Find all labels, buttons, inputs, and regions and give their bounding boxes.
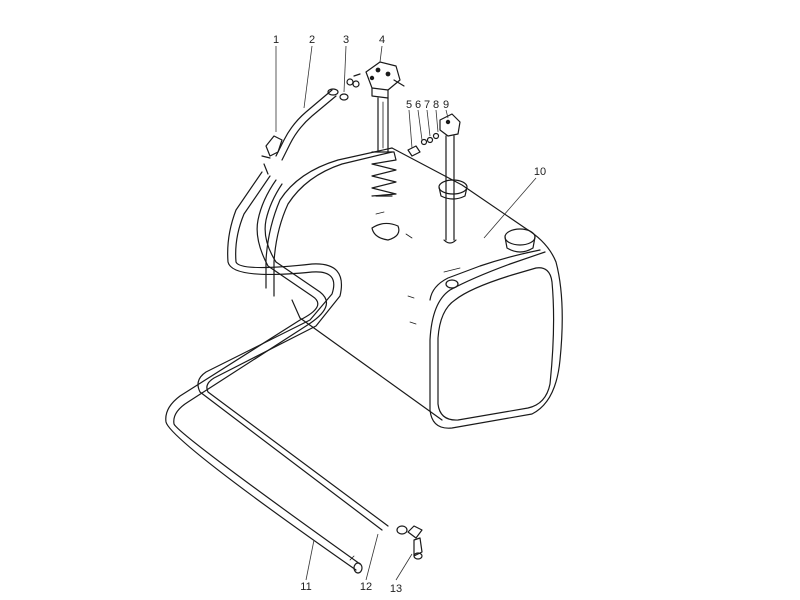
callout-12: 12: [360, 581, 372, 593]
callout-leaders: [275, 45, 537, 581]
fuel-hose: [261, 88, 339, 175]
fuel-tank: [265, 147, 563, 429]
callout-2: 2: [309, 34, 315, 46]
callout-6: 6: [415, 99, 421, 111]
callout-9: 9: [443, 99, 449, 111]
callout-5: 5: [406, 99, 412, 111]
callout-10: 10: [534, 166, 546, 178]
callout-13: 13: [390, 583, 402, 595]
callout-7: 7: [424, 99, 430, 111]
callout-labels: 1 2 3 4 5 6 7 8 9 10 11 12 13: [273, 34, 546, 595]
hose-clamp: [339, 93, 349, 101]
callout-4: 4: [379, 34, 385, 46]
fuel-sender-unit: [346, 61, 405, 197]
vent-tube-assembly: [407, 113, 461, 244]
callout-11: 11: [300, 581, 311, 593]
pipe-fitting: [407, 525, 423, 560]
callout-1: 1: [273, 34, 279, 46]
callout-8: 8: [433, 99, 439, 111]
fuel-lines: [165, 171, 408, 574]
callout-3: 3: [343, 34, 349, 46]
